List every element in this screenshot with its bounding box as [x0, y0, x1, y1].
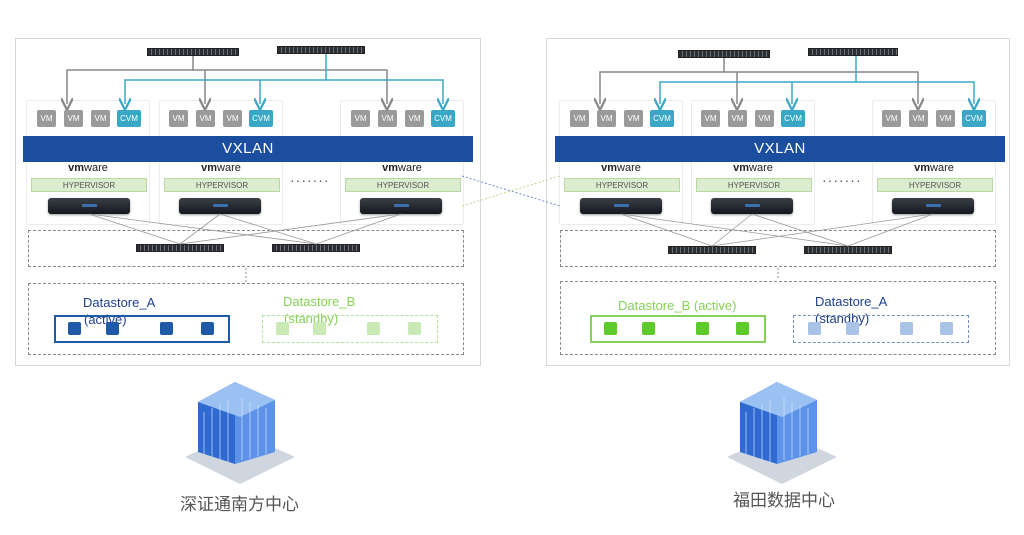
right-building-icon: [727, 382, 837, 484]
right-top-switch-1: [678, 50, 770, 58]
server-icon: [892, 198, 974, 214]
datastore-block: [808, 322, 821, 335]
vm-icon: VM: [597, 110, 616, 127]
cvm-icon: CVM: [117, 110, 141, 127]
left-top-switch-1: [147, 48, 239, 56]
datastore-block: [201, 322, 214, 335]
left-top-switch-2: [277, 46, 365, 54]
right-top-switch-2: [808, 48, 898, 56]
left-datastore-b-label: Datastore_B: [283, 294, 356, 309]
server-icon: [179, 198, 261, 214]
vm-icon: VM: [570, 110, 589, 127]
vm-icon: VM: [196, 110, 215, 127]
vm-icon: VM: [936, 110, 955, 127]
server-icon: [580, 198, 662, 214]
right-vxlan-bar: VXLAN: [555, 136, 1005, 162]
datastore-block: [900, 322, 913, 335]
vm-icon: VM: [405, 110, 424, 127]
datastore-block: [846, 322, 859, 335]
right-datastore-b-label: Datastore_B (active): [618, 298, 737, 313]
right-datacenter-caption: 福田数据中心: [733, 491, 835, 510]
datastore-block: [367, 322, 380, 335]
right-datastore-a-box: [793, 315, 969, 343]
left-storage-zone: [28, 283, 464, 355]
cvm-icon: CVM: [962, 110, 986, 127]
left-datacenter-caption: 深证通南方中心: [180, 495, 299, 514]
server-icon: [711, 198, 793, 214]
hypervisor-label: HYPERVISOR: [164, 178, 280, 192]
cvm-icon: CVM: [431, 110, 455, 127]
datastore-block: [604, 322, 617, 335]
vmware-logo: vmware: [914, 162, 954, 174]
left-core-switch-1: [136, 244, 224, 252]
vm-icon: VM: [728, 110, 747, 127]
left-datastore-a-box: [54, 315, 230, 343]
more-nodes-ellipsis: ·······: [822, 172, 862, 188]
hypervisor-label: HYPERVISOR: [877, 178, 993, 192]
right-datastore-b-box: [590, 315, 766, 343]
vm-icon: VM: [882, 110, 901, 127]
vm-icon: VM: [64, 110, 83, 127]
left-datastore-a-label: Datastore_A: [83, 295, 156, 310]
datastore-block: [106, 322, 119, 335]
right-storage-zone: [560, 281, 996, 355]
vmware-logo: vmware: [201, 162, 241, 174]
vm-icon: VM: [351, 110, 370, 127]
vmware-logo: vmware: [68, 162, 108, 174]
datastore-block: [642, 322, 655, 335]
vm-icon: VM: [755, 110, 774, 127]
hypervisor-label: HYPERVISOR: [696, 178, 812, 192]
left-core-switch-2: [272, 244, 360, 252]
left-datastore-b-box: [262, 315, 438, 343]
vmware-logo: vmware: [382, 162, 422, 174]
more-nodes-ellipsis: ·······: [290, 172, 330, 188]
datastore-block: [696, 322, 709, 335]
hypervisor-label: HYPERVISOR: [345, 178, 461, 192]
datastore-block: [313, 322, 326, 335]
vmware-logo: vmware: [733, 162, 773, 174]
left-building-icon: [185, 382, 295, 484]
right-datastore-a-label: Datastore_A: [815, 294, 888, 309]
hypervisor-label: HYPERVISOR: [564, 178, 680, 192]
datastore-block: [408, 322, 421, 335]
server-icon: [48, 198, 130, 214]
cvm-icon: CVM: [650, 110, 674, 127]
server-icon: [360, 198, 442, 214]
datastore-block: [276, 322, 289, 335]
vm-icon: VM: [37, 110, 56, 127]
left-vxlan-bar: VXLAN: [23, 136, 473, 162]
vm-icon: VM: [624, 110, 643, 127]
vm-icon: VM: [378, 110, 397, 127]
right-core-switch-1: [668, 246, 756, 254]
datastore-block: [160, 322, 173, 335]
right-switch-zone: [560, 230, 996, 267]
vm-icon: VM: [223, 110, 242, 127]
cvm-icon: CVM: [249, 110, 273, 127]
datastore-block: [68, 322, 81, 335]
vm-icon: VM: [169, 110, 188, 127]
vm-icon: VM: [909, 110, 928, 127]
left-switch-zone: [28, 230, 464, 267]
right-core-switch-2: [804, 246, 892, 254]
cvm-icon: CVM: [781, 110, 805, 127]
vmware-logo: vmware: [601, 162, 641, 174]
vm-icon: VM: [91, 110, 110, 127]
datastore-block: [940, 322, 953, 335]
datastore-block: [736, 322, 749, 335]
vm-icon: VM: [701, 110, 720, 127]
hypervisor-label: HYPERVISOR: [31, 178, 147, 192]
